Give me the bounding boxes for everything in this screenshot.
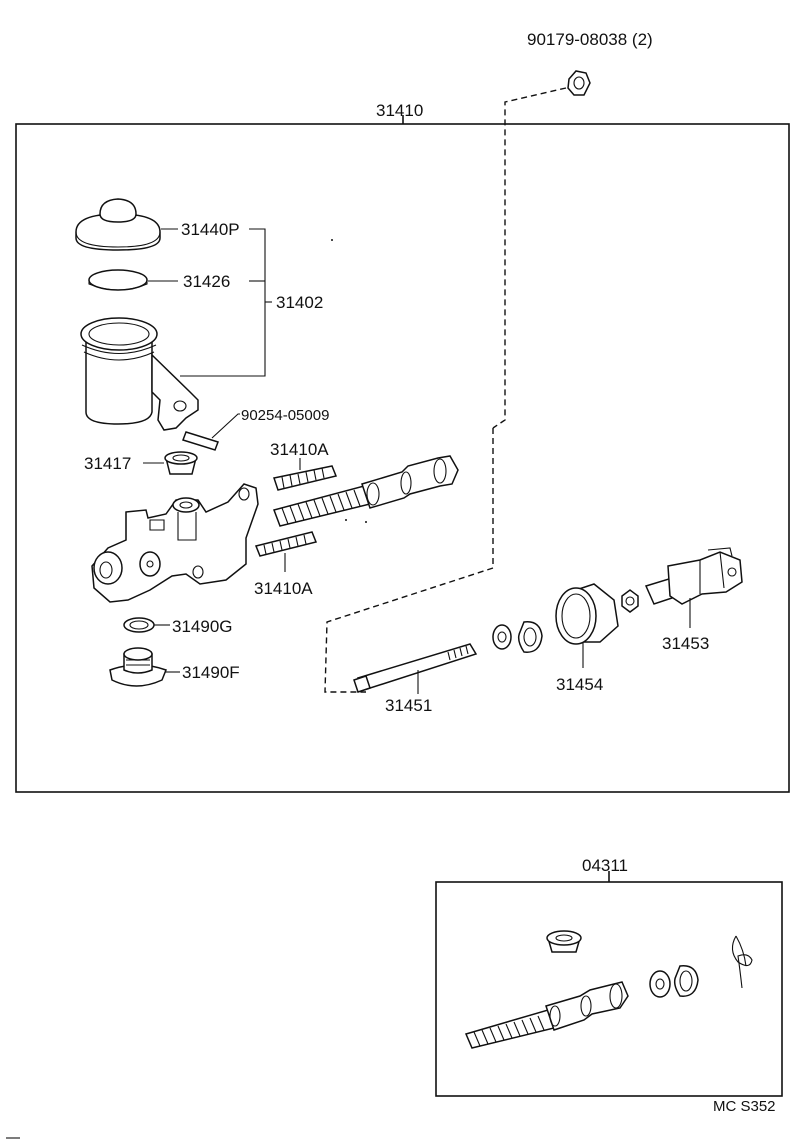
washer[interactable] (492, 624, 512, 650)
clevis-31453[interactable] (644, 547, 743, 605)
kit-clip[interactable] (731, 935, 753, 989)
label-31402[interactable]: 31402 (276, 293, 323, 312)
reference-code: MC S352 (713, 1098, 776, 1115)
label-31417[interactable]: 31417 (84, 454, 131, 473)
kit-washer[interactable] (649, 970, 671, 998)
union-bolt-31490F[interactable] (109, 647, 167, 687)
label-31426[interactable]: 31426 (183, 272, 230, 291)
reservoir-cap-31440P[interactable] (75, 198, 161, 251)
stud-bolt-31410A-bottom[interactable] (254, 531, 318, 557)
label-31451[interactable]: 31451 (385, 696, 432, 715)
master-cylinder-body[interactable] (91, 483, 259, 603)
kit-grommet[interactable] (546, 930, 582, 953)
kit-snap-ring[interactable] (673, 965, 699, 997)
label-31453[interactable]: 31453 (662, 634, 709, 653)
label-31410[interactable]: 31410 (376, 101, 423, 120)
stud-bolt-31410A-top[interactable] (273, 465, 338, 491)
label-31490G[interactable]: 31490G (172, 617, 233, 636)
reservoir-tank[interactable] (80, 317, 199, 431)
push-rod-31451[interactable] (353, 643, 478, 693)
boot-31454[interactable] (555, 583, 619, 645)
label-31440P[interactable]: 31440P (181, 220, 240, 239)
label-31454[interactable]: 31454 (556, 675, 603, 694)
gasket-31490G[interactable] (123, 617, 155, 633)
label-04311[interactable]: 04311 (582, 856, 628, 875)
label-90254-05009[interactable]: 90254-05009 (241, 407, 329, 424)
kit-piston-assembly[interactable] (464, 981, 629, 1049)
lock-nut[interactable] (621, 589, 639, 613)
label-90179-08038[interactable]: 90179-08038 (2) (527, 30, 653, 49)
label-31490F[interactable]: 31490F (182, 663, 240, 682)
snap-ring[interactable] (517, 621, 543, 653)
piston-assembly[interactable] (273, 455, 459, 527)
label-31410A-bottom[interactable]: 31410A (254, 579, 313, 598)
pin-90254-05009[interactable] (182, 431, 219, 451)
grommet-31417[interactable] (164, 451, 198, 475)
label-31410A-top[interactable]: 31410A (270, 440, 329, 459)
diaphragm-31426[interactable] (88, 269, 148, 291)
nut-90179-08038[interactable] (567, 70, 591, 96)
